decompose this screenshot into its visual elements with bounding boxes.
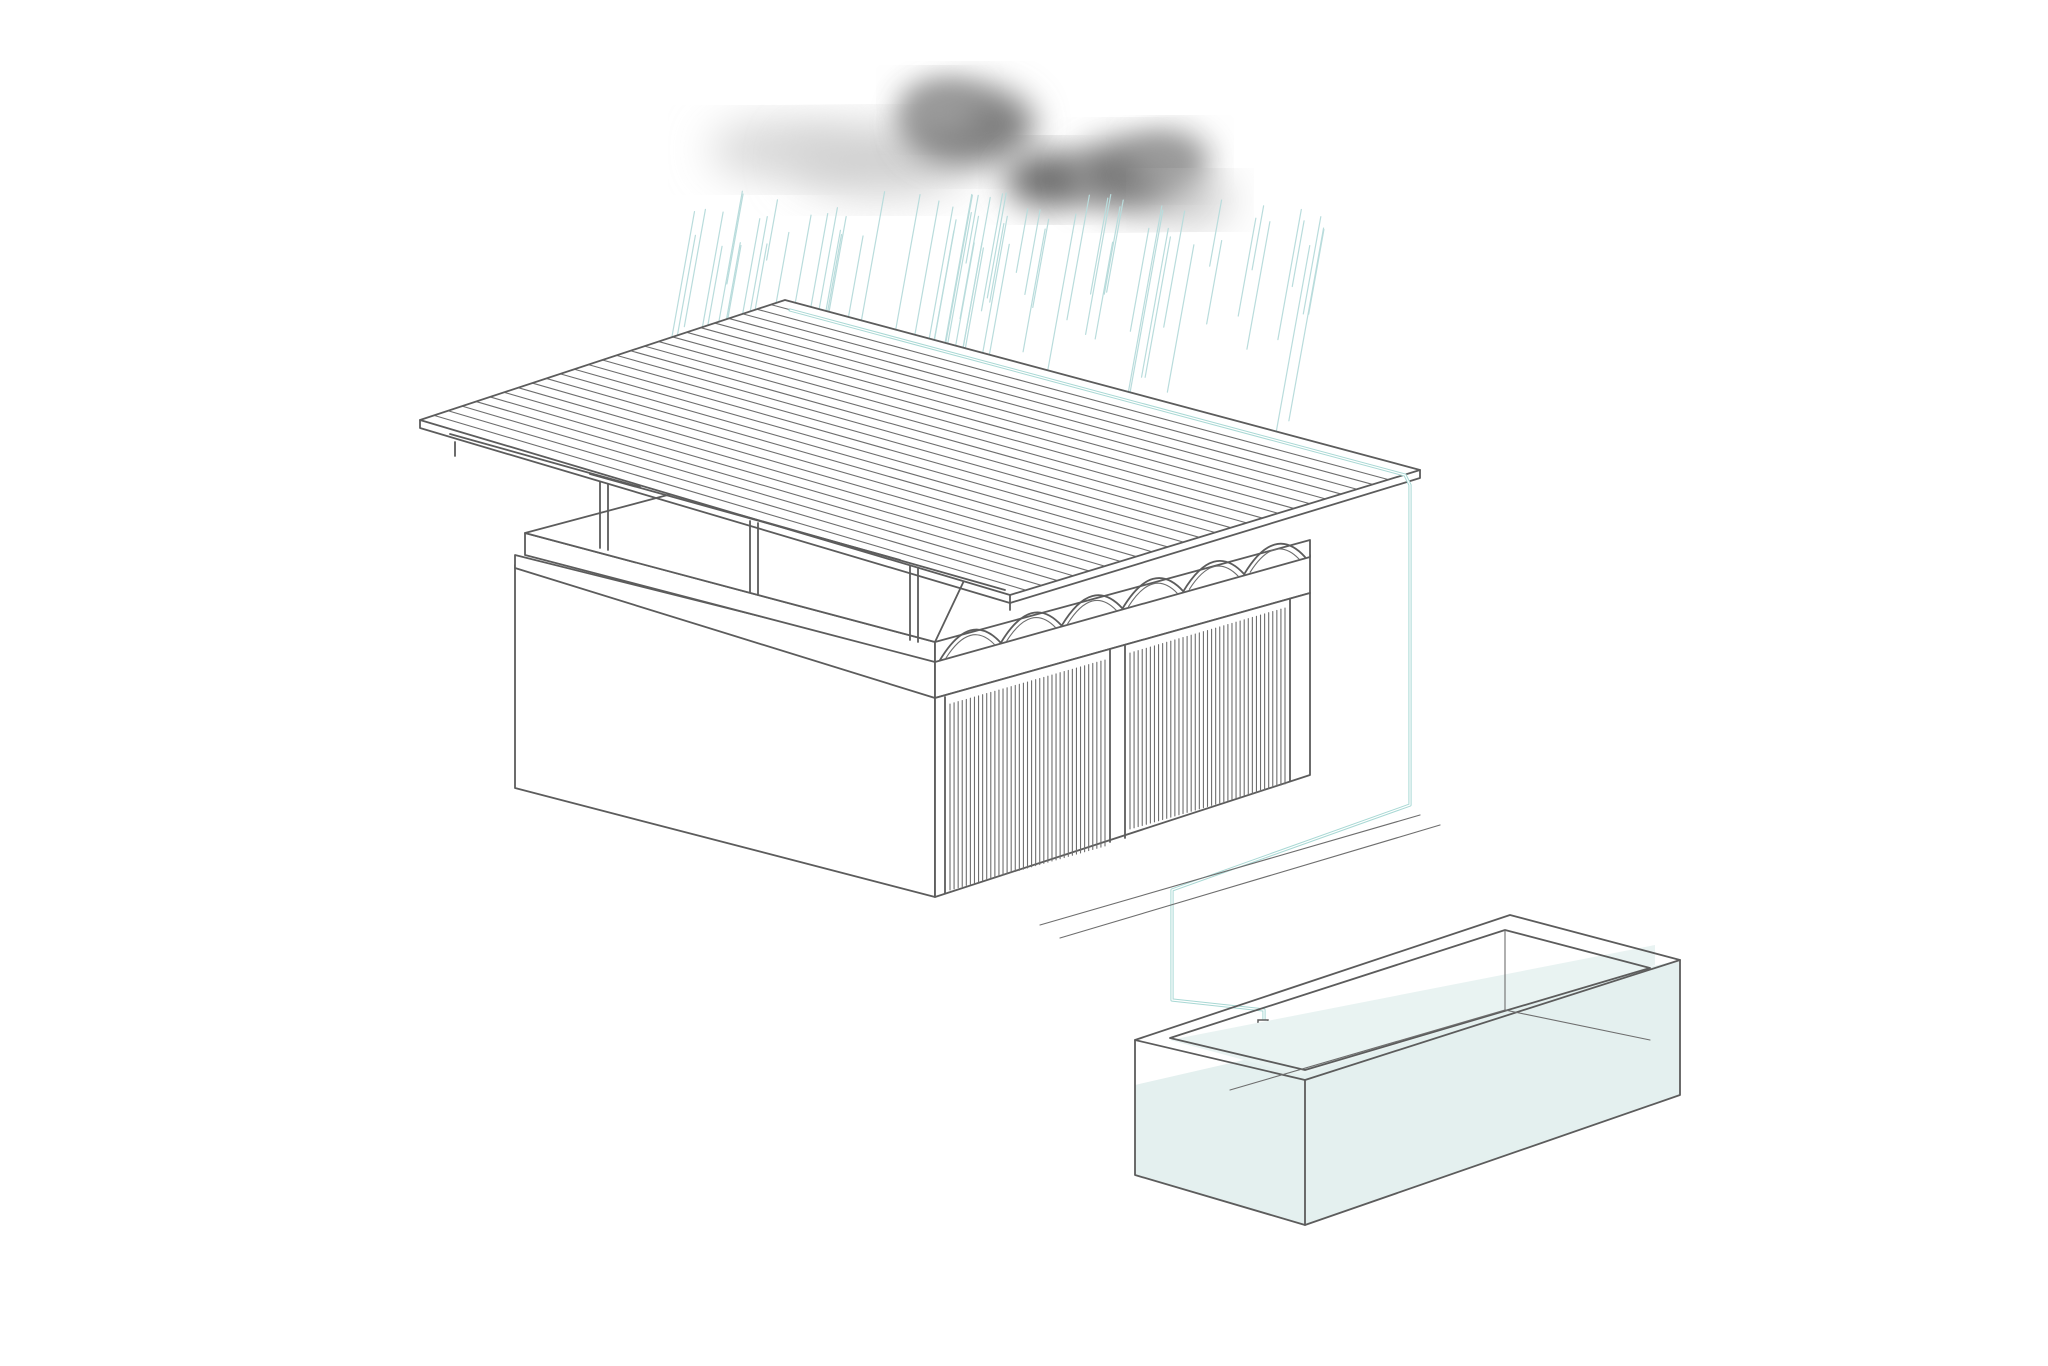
roof-rib [728, 317, 1358, 490]
rain-drop-line [1089, 197, 1109, 295]
arch-inner [1006, 617, 1057, 642]
rain-drop-line [1251, 205, 1265, 271]
roof-rib [559, 373, 1169, 548]
rain-drop-line [1206, 239, 1223, 325]
roof-rib [587, 364, 1200, 538]
rain-drop-line [1085, 193, 1112, 335]
roof-rib [531, 382, 1137, 558]
arch-inner [1067, 599, 1118, 625]
rain-drop-line [715, 190, 743, 338]
rain-drop-line [1066, 194, 1090, 321]
roof-rib [517, 387, 1121, 562]
rain-drop-line [944, 212, 972, 360]
roof-rib [672, 336, 1295, 510]
rain-drop-line [1103, 206, 1121, 295]
ground-line [1039, 814, 1441, 939]
vault-arches [939, 542, 1306, 661]
roof-rib [756, 308, 1390, 481]
arch [939, 628, 1002, 661]
arch-inner [1127, 582, 1178, 608]
roof-rib [630, 350, 1248, 524]
roof-rib [461, 405, 1058, 582]
rain-drop-line [1094, 241, 1114, 340]
arch-inner [1249, 548, 1300, 573]
rain-drop-line [1022, 228, 1046, 353]
rain-drop-line [766, 199, 779, 261]
rain-drop-line [1042, 213, 1077, 397]
roof-rib [475, 400, 1074, 577]
cloud-icon [710, 82, 1230, 220]
roof-rib [615, 354, 1232, 529]
roof-rib [601, 359, 1216, 534]
rain-drop-line [986, 192, 1007, 299]
rain-drop-line [1032, 218, 1050, 309]
louvre-slats [949, 607, 1286, 891]
roof-columns [454, 441, 1011, 643]
roof-rib [545, 377, 1153, 553]
rain-drop-line [1277, 208, 1302, 341]
arch-inner [1188, 565, 1239, 590]
roof-rib [447, 410, 1043, 586]
rain-drop-line [1209, 199, 1223, 267]
rain-drop-line [1237, 217, 1257, 317]
rain-drop-line [698, 211, 724, 348]
roof-rib [433, 414, 1027, 591]
corrugated-roof [419, 299, 1421, 604]
rain-drop-line [1273, 245, 1311, 444]
rain-drop-line [980, 193, 1004, 312]
roof-rib [714, 322, 1342, 495]
roof-rib [686, 331, 1311, 505]
roof-rib [489, 396, 1090, 572]
arch-inner [945, 634, 996, 659]
rain-drop-line [1308, 228, 1325, 315]
arch [1182, 559, 1246, 593]
rain-drop-line [1246, 221, 1271, 350]
rain-drop-line [1140, 227, 1169, 378]
rain-drop-line [1122, 205, 1163, 420]
rain-drop-line [683, 208, 707, 328]
rain-drop-line [1144, 236, 1172, 378]
rain-drop-line [1124, 209, 1164, 420]
rain-drop-line [1106, 199, 1124, 293]
arch [1121, 577, 1185, 610]
rain-drop-line [1129, 227, 1150, 332]
rain-drop-line [1163, 210, 1186, 328]
rain-drop-line [1166, 244, 1195, 393]
rain-drop-line [826, 233, 843, 317]
roof-rib [700, 327, 1326, 500]
rain-drop-line [1291, 220, 1305, 288]
roof-rib [742, 313, 1374, 485]
rain-drop-line [726, 193, 744, 285]
roof-rib [573, 368, 1185, 543]
roof-rib [503, 391, 1106, 567]
rain-drop-line [1015, 208, 1029, 273]
rain-drop-line [1302, 216, 1322, 315]
roof-rib [644, 345, 1263, 519]
water-tank [1134, 914, 1681, 1226]
rain-drop-line [824, 229, 842, 317]
arch [1060, 594, 1124, 627]
arch [999, 611, 1063, 644]
roof-rib [658, 340, 1279, 514]
rain-drop-line [1024, 209, 1041, 295]
rain-drop-line [965, 194, 979, 264]
arch [1243, 542, 1306, 576]
rain-drop-line [989, 223, 1005, 303]
